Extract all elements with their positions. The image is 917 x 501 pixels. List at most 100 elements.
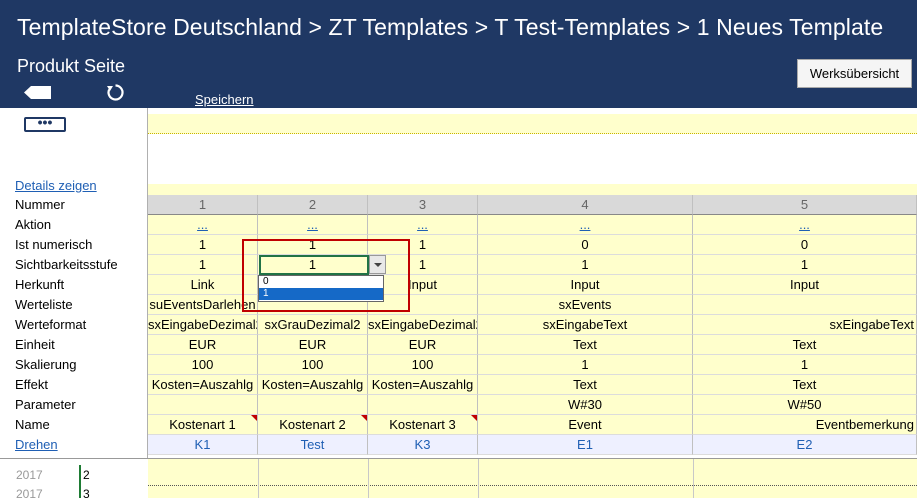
cell-name[interactable]: Kostenart 3: [368, 415, 478, 435]
cell-einheit[interactable]: Text: [478, 335, 693, 355]
cell-werteformat[interactable]: sxEingabeText: [693, 315, 917, 335]
cell-nummer[interactable]: 3: [368, 195, 478, 215]
cell-skalierung[interactable]: 100: [368, 355, 478, 375]
cell-drehen[interactable]: E2: [693, 435, 917, 455]
cell-nummer[interactable]: 4: [478, 195, 693, 215]
row-label: Werteliste: [15, 297, 73, 312]
cell-nummer[interactable]: 5: [693, 195, 917, 215]
cell-name[interactable]: Event: [478, 415, 693, 435]
details-link[interactable]: Details zeigen: [15, 178, 97, 193]
cell-effekt[interactable]: Text: [693, 375, 917, 395]
cell-sichtbarkeit[interactable]: 1: [693, 255, 917, 275]
cell-herkunft[interactable]: Link: [148, 275, 258, 295]
cell-sichtbarkeit[interactable]: 1: [478, 255, 693, 275]
dropdown-arrow-icon[interactable]: [369, 255, 386, 274]
dropdown-option[interactable]: 0: [263, 276, 269, 287]
cell-werteliste[interactable]: sxEvents: [478, 295, 693, 315]
cell-einheit[interactable]: EUR: [148, 335, 258, 355]
cell-drehen[interactable]: Test: [258, 435, 368, 455]
row-number: 2: [83, 468, 90, 482]
cell-name[interactable]: Kostenart 1: [148, 415, 258, 435]
cell-parameter[interactable]: W#30: [478, 395, 693, 415]
cell-skalierung[interactable]: 1: [478, 355, 693, 375]
row-year: 2017: [16, 487, 43, 501]
cell-werteliste[interactable]: [368, 295, 478, 315]
cell-werteformat[interactable]: sxEingabeText: [478, 315, 693, 335]
bottom-col-divider: [368, 459, 369, 498]
cell-skalierung[interactable]: 1: [693, 355, 917, 375]
cell-einheit[interactable]: EUR: [368, 335, 478, 355]
bottom-col-divider: [693, 459, 694, 498]
sheet-strip: [148, 114, 917, 134]
data-rows-area: 2017 2 2017 3: [0, 458, 917, 501]
cell-ist-numerisch[interactable]: 1: [148, 235, 258, 255]
dropdown-list[interactable]: 0 1: [258, 275, 384, 302]
cell-skalierung[interactable]: 100: [148, 355, 258, 375]
row-label: Skalierung: [15, 357, 77, 372]
cell-sichtbarkeit[interactable]: 1: [368, 255, 478, 275]
cell-drehen[interactable]: K3: [368, 435, 478, 455]
cell-effekt[interactable]: Text: [478, 375, 693, 395]
cell-einheit[interactable]: EUR: [258, 335, 368, 355]
cell-name[interactable]: Eventbemerkung: [693, 415, 917, 435]
cell-werteformat[interactable]: sxGrauDezimal2: [258, 315, 368, 335]
bottom-col-divider: [478, 459, 479, 498]
cell-name[interactable]: Kostenart 2: [258, 415, 368, 435]
cell-parameter[interactable]: W#50: [693, 395, 917, 415]
cell-aktion[interactable]: ...: [693, 215, 917, 235]
dropdown-option-selected[interactable]: 1: [259, 288, 383, 300]
cell-ist-numerisch[interactable]: 1: [258, 235, 368, 255]
cell-werteliste[interactable]: suEventsDarlehen: [148, 295, 258, 315]
cell-herkunft[interactable]: Input: [368, 275, 478, 295]
cell-parameter[interactable]: [148, 395, 258, 415]
row-label[interactable]: Drehen: [15, 437, 58, 452]
more-options-button[interactable]: •••: [24, 114, 66, 132]
cell-sichtbarkeit[interactable]: 1: [148, 255, 258, 275]
page-subtitle: Produkt Seite: [17, 56, 126, 76]
back-arrow-icon[interactable]: [24, 86, 51, 99]
cell-einheit[interactable]: Text: [693, 335, 917, 355]
cell-nummer[interactable]: 1: [148, 195, 258, 215]
row-label: Name: [15, 417, 50, 432]
breadcrumb[interactable]: TemplateStore Deutschland > ZT Templates…: [17, 14, 884, 40]
active-cell[interactable]: [259, 255, 369, 275]
save-link[interactable]: Speichern: [195, 92, 254, 107]
row-label: Herkunft: [15, 277, 65, 292]
row-label: Sichtbarkeitsstufe: [15, 257, 118, 272]
row-group-bar: [79, 465, 81, 498]
cell-parameter[interactable]: [258, 395, 368, 415]
cell-ist-numerisch[interactable]: 1: [368, 235, 478, 255]
more-options-dots: •••: [37, 114, 53, 130]
overview-button[interactable]: Werksübersicht: [797, 59, 912, 88]
cell-effekt[interactable]: Kosten=Auszahlg: [148, 375, 258, 395]
cell-ist-numerisch[interactable]: 0: [478, 235, 693, 255]
row-label: Ist numerisch: [15, 237, 93, 252]
cell-werteformat[interactable]: sxEingabeDezimal2: [148, 315, 258, 335]
cell-drehen[interactable]: K1: [148, 435, 258, 455]
app-header: TemplateStore Deutschland > ZT Templates…: [0, 0, 917, 108]
row-label: Werteformat: [15, 317, 87, 332]
row-label: Einheit: [15, 337, 55, 352]
cell-nummer[interactable]: 2: [258, 195, 368, 215]
cell-parameter[interactable]: [368, 395, 478, 415]
row-labels-panel: ••• Details zeigen: [0, 108, 148, 458]
cell-herkunft[interactable]: Input: [478, 275, 693, 295]
cell-aktion[interactable]: ...: [368, 215, 478, 235]
cell-aktion[interactable]: ...: [148, 215, 258, 235]
cell-ist-numerisch[interactable]: 0: [693, 235, 917, 255]
cell-effekt[interactable]: Kosten=Auszahlg: [368, 375, 478, 395]
cell-werteliste[interactable]: [693, 295, 917, 315]
cell-werteformat[interactable]: sxEingabeDezimal2: [368, 315, 478, 335]
cell-drehen[interactable]: E1: [478, 435, 693, 455]
row-number: 3: [83, 487, 90, 501]
cell-herkunft[interactable]: Input: [693, 275, 917, 295]
cell-skalierung[interactable]: 100: [258, 355, 368, 375]
cell-aktion[interactable]: ...: [478, 215, 693, 235]
bottom-data-strip: [148, 459, 917, 498]
bottom-divider: [148, 485, 917, 486]
row-label: Effekt: [15, 377, 49, 392]
sheet-gap: [148, 184, 917, 195]
cell-effekt[interactable]: Kosten=Auszahlg: [258, 375, 368, 395]
refresh-icon[interactable]: [106, 83, 125, 102]
cell-aktion[interactable]: ...: [258, 215, 368, 235]
